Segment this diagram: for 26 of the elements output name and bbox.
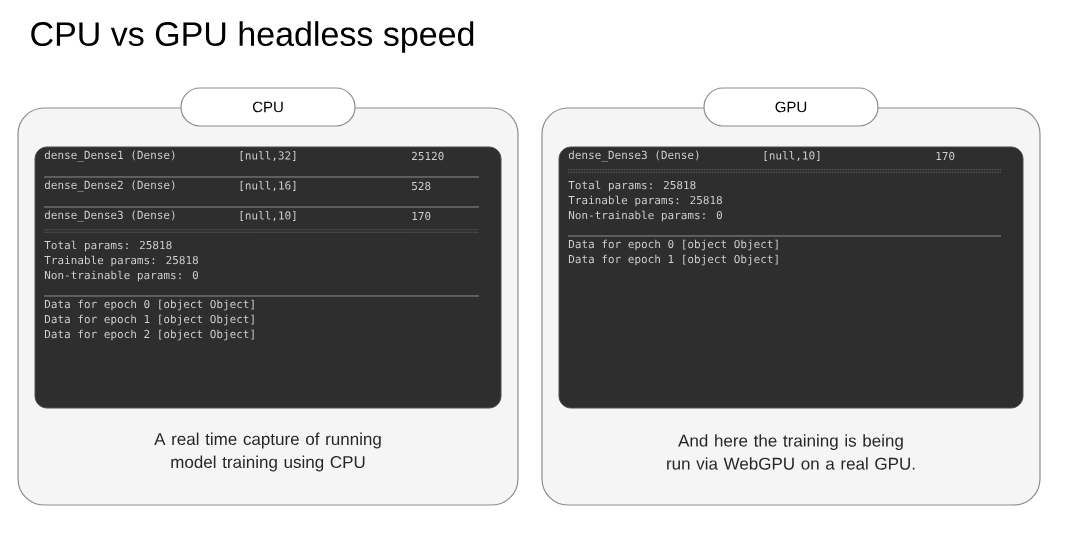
terminal-text: Trainable params: 25818 [44, 255, 198, 267]
terminal-window [34, 146, 502, 409]
terminal-text: Data for epoch 1 [object Object] [568, 254, 778, 266]
terminal-text: dense_Dense3 (Dense) [568, 150, 699, 162]
terminal-text: 528 [412, 181, 431, 191]
terminal-text: [null,16] [240, 181, 296, 191]
terminal-window [558, 146, 1024, 409]
terminal-text: 25120 [412, 151, 444, 161]
terminal-text: Total params: 25818 [568, 180, 696, 192]
terminal-text: Trainable params: 25818 [568, 195, 722, 207]
terminal-text: Data for epoch 2 [object Object] [44, 329, 254, 341]
terminal-text: [null,32] [240, 151, 296, 161]
terminal-text: dense_Dense3 (Dense) [44, 210, 175, 222]
slide-title: CPU vs GPU headless speed [31, 21, 474, 53]
terminal-text: dense_Dense1 (Dense) [44, 150, 175, 162]
terminal-text: Data for epoch 0 [object Object] [44, 299, 254, 311]
terminal-text: Total params: 25818 [44, 240, 172, 252]
terminal-text: Data for epoch 0 [object Object] [568, 239, 778, 251]
terminal-text: 170 [936, 151, 955, 161]
terminal-text: [null,10] [240, 211, 296, 221]
terminal-text: [null,10] [764, 151, 820, 161]
terminal-text: Non-trainable params: 0 [568, 210, 722, 222]
terminal-text: Non-trainable params: 0 [44, 270, 198, 282]
terminal-text: Data for epoch 1 [object Object] [44, 314, 254, 326]
terminal-text: dense_Dense2 (Dense) [44, 180, 175, 192]
terminal-text: 170 [412, 211, 431, 221]
